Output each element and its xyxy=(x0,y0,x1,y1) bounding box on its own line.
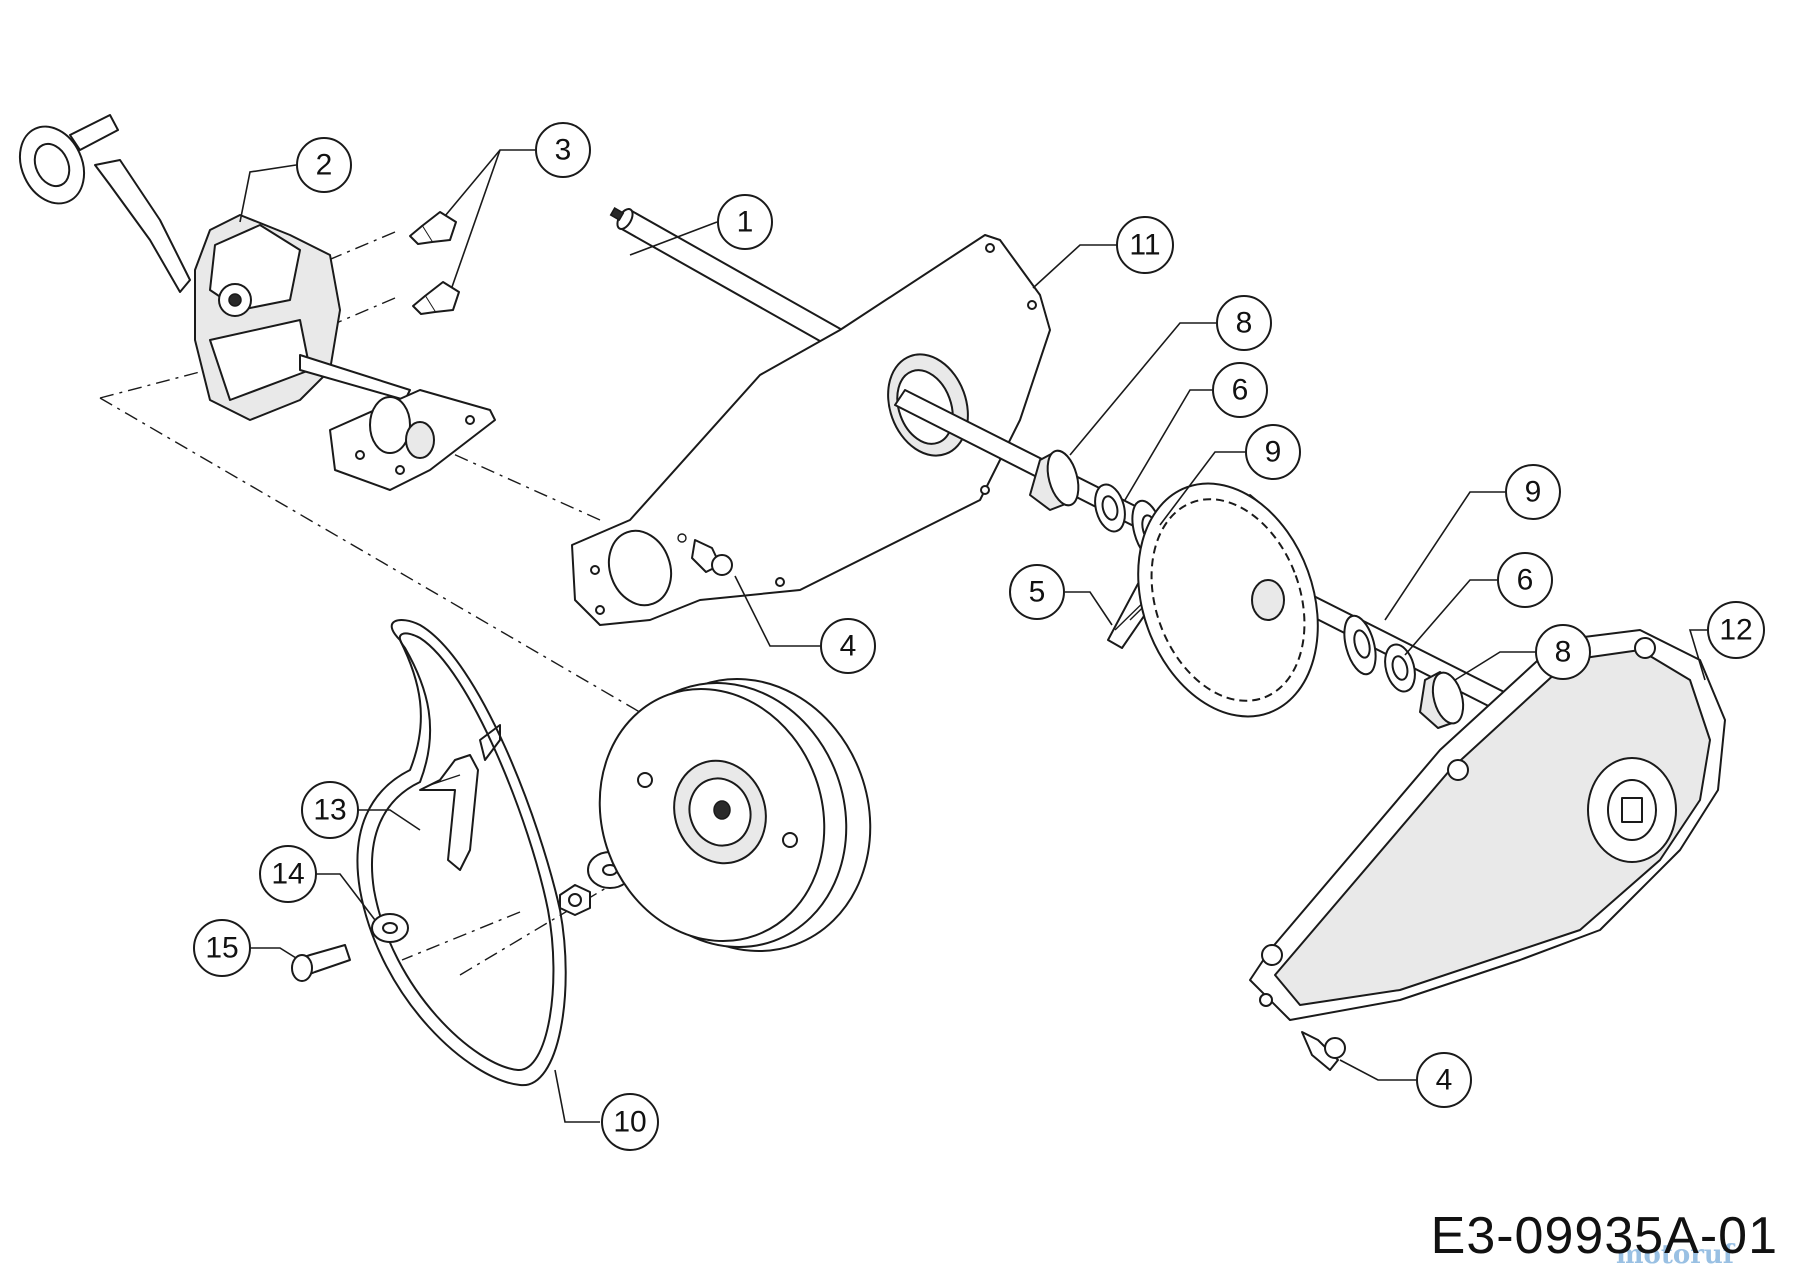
callout-15: 15 xyxy=(193,919,251,977)
callout-2: 2 xyxy=(296,137,352,193)
callout-3: 3 xyxy=(535,122,591,178)
callout-10: 10 xyxy=(601,1093,659,1151)
svg-text:12: 12 xyxy=(1719,614,1752,647)
diagram-code: E3-09935A-01 xyxy=(1430,1207,1778,1265)
svg-text:8: 8 xyxy=(1555,636,1572,669)
part-spacer-lower xyxy=(1384,643,1416,693)
callout-1: 1 xyxy=(717,194,773,250)
svg-text:4: 4 xyxy=(1436,1064,1453,1097)
svg-text:5: 5 xyxy=(1029,576,1046,609)
part-chain-case-cover xyxy=(1249,629,1726,1021)
svg-text:8: 8 xyxy=(1236,307,1253,340)
part-bolt xyxy=(291,944,351,982)
watermark-logo: motoruf xyxy=(1616,1240,1734,1270)
svg-text:6: 6 xyxy=(1517,564,1534,597)
svg-text:1: 1 xyxy=(737,206,754,239)
svg-text:15: 15 xyxy=(205,932,238,965)
callout-5: 5 xyxy=(1009,564,1065,620)
part-washer xyxy=(371,913,409,943)
part-washer-lower xyxy=(1343,614,1377,676)
part-bolt-lower xyxy=(1301,1031,1346,1071)
svg-text:10: 10 xyxy=(613,1106,646,1139)
callout-6-top: 6 xyxy=(1212,362,1268,418)
callout-12: 12 xyxy=(1707,601,1765,659)
svg-text:9: 9 xyxy=(1265,436,1282,469)
part-v-belt xyxy=(356,619,567,1087)
callout-8-bottom: 8 xyxy=(1535,624,1591,680)
part-sprocket xyxy=(1137,482,1319,718)
part-bearing-lower xyxy=(1419,671,1465,729)
callout-leaders xyxy=(239,149,1708,1123)
part-screw-top xyxy=(409,211,457,245)
part-bearing-upper xyxy=(1029,449,1080,511)
part-nut xyxy=(559,884,591,916)
part-bolt-upper xyxy=(677,533,733,576)
part-mounting-bracket xyxy=(329,389,496,491)
svg-text:11: 11 xyxy=(1129,229,1160,262)
callout-14: 14 xyxy=(259,845,317,903)
callout-8-top: 8 xyxy=(1216,295,1272,351)
part-screw-bottom xyxy=(412,281,460,315)
svg-text:9: 9 xyxy=(1525,476,1542,509)
part-spacer-upper xyxy=(1094,483,1126,533)
svg-text:14: 14 xyxy=(271,858,304,891)
callout-9-top: 9 xyxy=(1245,424,1301,480)
part-pulley xyxy=(598,677,872,953)
callout-6-bottom: 6 xyxy=(1497,552,1553,608)
svg-text:4: 4 xyxy=(840,630,857,663)
callout-13: 13 xyxy=(301,781,359,839)
callout-4-top: 4 xyxy=(820,618,876,674)
svg-text:13: 13 xyxy=(313,794,346,827)
callout-4-bottom: 4 xyxy=(1416,1052,1472,1108)
svg-text:3: 3 xyxy=(555,134,572,167)
part-gearbox xyxy=(18,114,411,421)
callout-11: 11 xyxy=(1116,216,1174,274)
svg-text:6: 6 xyxy=(1232,374,1249,407)
part-belt-guide xyxy=(419,724,501,871)
callout-9-bottom: 9 xyxy=(1505,464,1561,520)
svg-text:2: 2 xyxy=(316,149,333,182)
